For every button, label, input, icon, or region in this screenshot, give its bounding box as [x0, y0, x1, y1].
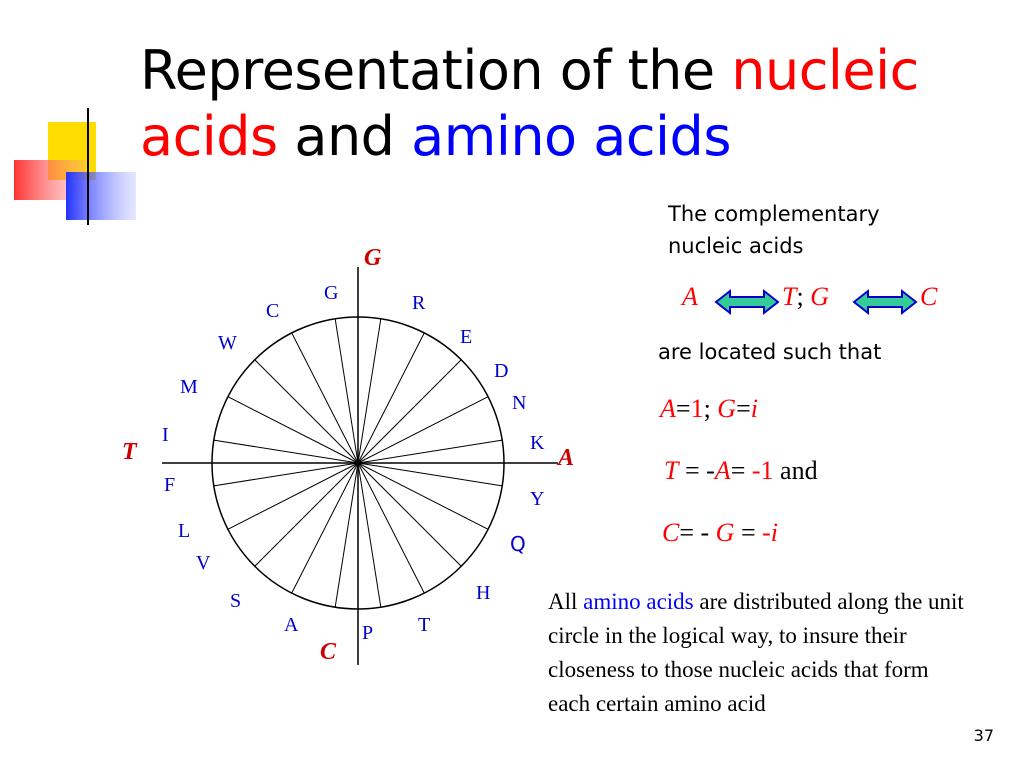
eq2-a: A — [714, 456, 731, 485]
amino-acid-label: V — [196, 552, 211, 574]
spoke-line — [227, 462, 359, 530]
spoke-line — [357, 462, 489, 530]
spoke-line — [227, 396, 359, 464]
title-text-1: Representation of the — [140, 39, 732, 102]
amino-acid-label: L — [178, 520, 190, 542]
spoke-line — [357, 359, 462, 464]
pair2-right: C — [920, 282, 938, 311]
amino-acid-label: D — [494, 360, 508, 382]
axis-label-left: T — [122, 439, 138, 465]
eq2-and: and — [773, 456, 818, 485]
spoke-line — [254, 462, 359, 567]
desc-part-1: All — [548, 589, 584, 614]
page-number: 37 — [973, 726, 994, 745]
eq2-t: T — [664, 456, 679, 485]
amino-acid-label: F — [164, 474, 175, 496]
eq1-g: G — [717, 394, 737, 423]
amino-acid-label: R — [412, 292, 426, 314]
eq1-a: A — [660, 394, 676, 423]
eq2-eq: = — [730, 456, 752, 485]
pair1-left: A — [682, 282, 698, 311]
double-arrow-icon-2 — [852, 288, 918, 316]
blue-square — [66, 172, 136, 220]
title-text-acids: acids — [140, 105, 278, 168]
spoke-line — [357, 462, 503, 487]
pair-row-2: T; G — [782, 282, 829, 312]
description-paragraph: All amino acids are distributed along th… — [548, 585, 968, 721]
spoke-line — [334, 462, 359, 608]
spoke-line — [357, 462, 382, 608]
amino-acid-label: C — [266, 300, 279, 322]
title-text-and: and — [277, 105, 412, 168]
heading-line-1: The complementary — [668, 202, 880, 226]
desc-amino-acids: amino acids — [583, 589, 694, 614]
eq3-mid: = - — [679, 518, 716, 547]
eq2-mid: = - — [678, 456, 715, 485]
desc-part-3: are distributed along the unit circle in… — [548, 589, 964, 716]
amino-acid-label: G — [324, 282, 338, 304]
spoke-line — [254, 359, 359, 464]
equation-1: A=1; G=i — [660, 394, 758, 424]
located-text: are located such that — [658, 340, 882, 364]
spoke-line — [357, 462, 425, 594]
eq3-eq: = — [734, 518, 763, 547]
spoke-line — [213, 462, 359, 487]
amino-acid-label: I — [162, 424, 169, 446]
amino-acid-label: H — [476, 582, 490, 604]
amino-acid-labels: G R E D N K Y Q H T P A S V L F I M W C — [162, 282, 545, 644]
circle-spokes — [213, 318, 503, 608]
spoke-line — [291, 332, 359, 464]
amino-acid-label: N — [512, 392, 526, 414]
amino-acid-label: S — [230, 590, 241, 612]
amino-acid-label: Q — [510, 532, 526, 556]
amino-acid-label: P — [362, 622, 373, 644]
title-text-amino-acids: amino acids — [411, 105, 731, 168]
spoke-line — [357, 332, 425, 464]
eq3-val: -i — [762, 518, 779, 547]
equation-2: T = -A= -1 and — [664, 456, 818, 486]
pair-sep: ; — [796, 282, 804, 311]
unit-circle-diagram: G T A C G R E D N K Y Q H T P A S V L F … — [122, 245, 574, 665]
pair2-right-wrap: C — [920, 282, 937, 312]
eq1-one: 1 — [690, 394, 704, 423]
amino-acid-label: E — [460, 326, 472, 348]
eq1-i: i — [750, 394, 758, 423]
title-text-nucleic: nucleic — [731, 39, 919, 102]
heading-line-2: nucleic acids — [668, 234, 804, 258]
spoke-line — [334, 318, 359, 464]
eq1-sep: ; — [703, 394, 718, 423]
spoke-line — [357, 439, 503, 464]
axis-label-top: G — [364, 245, 382, 271]
amino-acid-label: Y — [530, 488, 544, 510]
pair2-left: G — [810, 282, 829, 311]
amino-acid-label: K — [530, 432, 545, 454]
eq1-eq: = — [675, 394, 691, 423]
spoke-line — [213, 439, 359, 464]
double-arrow-icon — [714, 288, 780, 316]
pair1-right: T — [782, 282, 797, 311]
eq3-g: G — [715, 518, 735, 547]
title-decoration — [14, 108, 1000, 225]
eq1-eq2: = — [736, 394, 751, 423]
spoke-line — [291, 462, 359, 594]
spoke-line — [357, 318, 382, 464]
eq2-val: -1 — [751, 456, 774, 485]
axis-label-bottom: C — [320, 639, 337, 665]
pair-row: A — [682, 282, 698, 312]
spoke-line — [357, 462, 462, 567]
equation-3: C= - G = -i — [662, 518, 778, 548]
amino-acid-label: T — [418, 614, 430, 636]
page-title: Representation of the nucleic acids and a… — [140, 38, 1000, 170]
complementary-heading: The complementary nucleic acids — [668, 198, 880, 262]
axis-label-right: A — [556, 445, 574, 471]
amino-acid-label: W — [218, 332, 237, 354]
spoke-line — [357, 396, 489, 464]
amino-acid-label: A — [284, 614, 299, 636]
amino-acid-label: M — [180, 376, 198, 398]
eq3-c: C — [662, 518, 680, 547]
